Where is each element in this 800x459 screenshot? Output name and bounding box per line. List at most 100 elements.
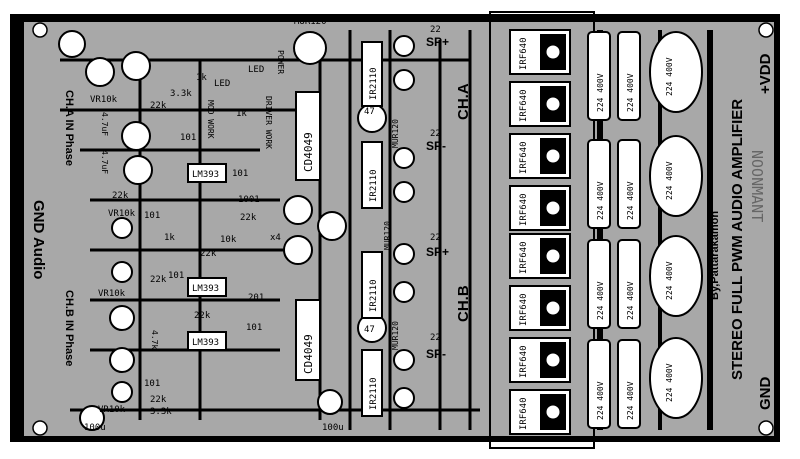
svg-text:22: 22 <box>430 129 441 139</box>
svg-text:224 400V: 224 400V <box>626 181 635 220</box>
gate-driver-2: IR2110 <box>369 169 379 202</box>
svg-text:224 400V: 224 400V <box>596 181 605 220</box>
svg-text:IRF640: IRF640 <box>519 141 529 174</box>
svg-text:224 400V: 224 400V <box>596 381 605 420</box>
vdd-label: +VDD <box>757 53 774 94</box>
svg-text:22k: 22k <box>150 101 167 111</box>
svg-text:100u: 100u <box>322 423 344 433</box>
comparator-1: LM393 <box>192 170 219 180</box>
svg-text:47: 47 <box>364 107 375 117</box>
svg-text:LED: LED <box>214 79 230 89</box>
bulk-cap-labels: 224 400V 224 400V 224 400V 224 400V <box>665 57 674 402</box>
svg-text:1k: 1k <box>236 109 247 119</box>
gnd-input-label: GND <box>258 12 278 25</box>
gate-driver-1: IR2110 <box>369 67 379 100</box>
svg-text:IRF640: IRF640 <box>519 293 529 326</box>
cap-4u7-label-a: 4.7uF <box>100 112 109 136</box>
svg-text:224 400V: 224 400V <box>665 261 674 300</box>
svg-text:224 400V: 224 400V <box>665 57 674 96</box>
svg-text:10k: 10k <box>220 235 237 245</box>
max-voltage-label: MAX200V <box>652 13 703 25</box>
svg-text:101: 101 <box>168 271 184 281</box>
chb-input-label: CH.B IN Phase <box>63 290 75 366</box>
sp-minus-a: SP- <box>426 139 446 153</box>
channel-a-label: CH.A <box>455 83 472 120</box>
svg-text:22k: 22k <box>112 191 129 201</box>
svg-text:100u: 100u <box>84 423 106 433</box>
sp-minus-b: SP- <box>426 347 446 361</box>
gate-driver-3: IR2110 <box>369 279 379 312</box>
cha-input-label: CH.A IN Phase <box>63 90 75 166</box>
cap-4u7-label-b: 4.7uF <box>100 150 109 174</box>
svg-text:22k: 22k <box>200 249 217 259</box>
small-components <box>58 30 415 431</box>
gate-driver-4: IR2110 <box>369 377 379 410</box>
driver-work-label: DRIVER WORK <box>264 96 273 149</box>
svg-text:IRF640: IRF640 <box>519 37 529 70</box>
driver-ic-a: CD4049 <box>302 132 315 172</box>
svg-text:IRF640: IRF640 <box>519 345 529 378</box>
film-caps <box>587 31 641 429</box>
pot-labels: VR10k VR10k VR10k VR10k <box>90 95 136 415</box>
diode-label-2: MUR120 <box>383 221 392 250</box>
svg-text:224 400V: 224 400V <box>665 363 674 402</box>
author-label: By,Pattarakamon <box>709 211 721 300</box>
board-title: STEREO FULL PWM AUDIO AMPLIFIER <box>729 99 746 380</box>
gnd-audio-label: GND Audio <box>30 200 47 279</box>
bulk-capacitors <box>649 31 703 419</box>
svg-text:101: 101 <box>144 211 160 221</box>
diode-label-3: MUR120 <box>391 321 400 350</box>
svg-text:3.3k: 3.3k <box>170 89 192 99</box>
film-cap-labels: 224 400V 224 400V 224 400V 224 400V 224 … <box>596 73 635 420</box>
driver-ic-b: CD4049 <box>302 334 315 374</box>
mosfet-labels: IRF640 IRF640 IRF640 IRF640 IRF640 IRF64… <box>519 37 529 430</box>
svg-text:224 400V: 224 400V <box>626 281 635 320</box>
power-led-label: POWER <box>276 50 285 74</box>
watermark-text: NOONMANT <box>748 150 766 222</box>
svg-text:22: 22 <box>430 333 441 343</box>
sp-plus-b: SP+ <box>426 245 449 259</box>
svg-text:101: 101 <box>144 379 160 389</box>
svg-text:22: 22 <box>430 25 441 35</box>
svg-text:224 400V: 224 400V <box>596 281 605 320</box>
svg-text:VR10k: VR10k <box>90 95 118 105</box>
sp-plus-a: SP+ <box>426 35 449 49</box>
r4k7-label: 4.7k <box>150 330 159 349</box>
mod-work-label: MOD WORK <box>206 100 215 139</box>
svg-text:IRF640: IRF640 <box>519 193 529 226</box>
svg-text:22: 22 <box>430 233 441 243</box>
svg-text:VR10k: VR10k <box>108 209 136 219</box>
svg-text:224 400V: 224 400V <box>626 381 635 420</box>
svg-text:1k: 1k <box>196 73 207 83</box>
svg-text:1001: 1001 <box>238 195 260 205</box>
svg-text:IRF640: IRF640 <box>519 89 529 122</box>
mosfet-holes <box>545 44 561 420</box>
comparator-2: LM393 <box>192 284 219 294</box>
svg-text:1k: 1k <box>164 233 175 243</box>
svg-text:47: 47 <box>364 325 375 335</box>
svg-text:3.3k: 3.3k <box>150 407 172 417</box>
svg-text:IRF640: IRF640 <box>519 241 529 274</box>
svg-text:22k: 22k <box>150 275 167 285</box>
svg-text:101: 101 <box>232 169 248 179</box>
svg-text:22k: 22k <box>240 213 257 223</box>
svg-text:101: 101 <box>180 133 196 143</box>
comparator-3: LM393 <box>192 338 219 348</box>
svg-text:x4: x4 <box>270 233 281 243</box>
svg-text:224 400V: 224 400V <box>665 161 674 200</box>
svg-text:22k: 22k <box>150 395 167 405</box>
svg-text:201: 201 <box>248 293 264 303</box>
gnd-right-label: GND <box>757 377 774 411</box>
power-input-label: +15VDC <box>106 12 146 25</box>
mosfet-heatsink-area <box>489 11 595 449</box>
svg-text:224 400V: 224 400V <box>596 73 605 112</box>
svg-text:101: 101 <box>246 323 262 333</box>
svg-text:VR10k: VR10k <box>98 405 126 415</box>
diode-top-label: MUR120 <box>294 17 327 27</box>
svg-text:224 400V: 224 400V <box>626 73 635 112</box>
mosfet-tabs <box>540 34 566 430</box>
svg-text:VR10k: VR10k <box>98 289 126 299</box>
svg-text:IRF640: IRF640 <box>519 397 529 430</box>
pads <box>32 22 774 436</box>
